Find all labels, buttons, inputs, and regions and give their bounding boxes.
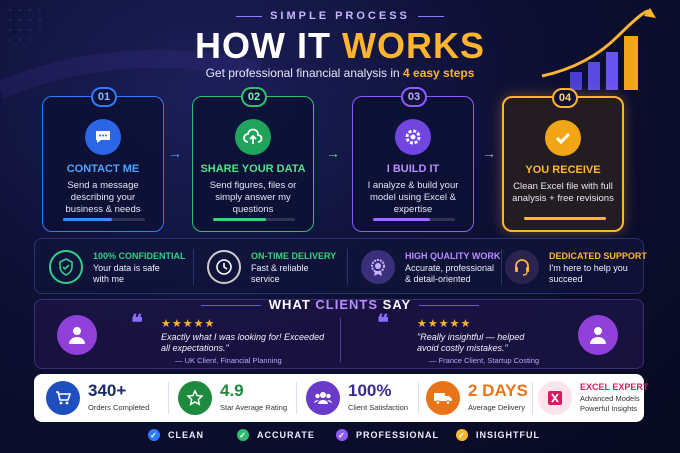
step-progress-bar: [63, 218, 145, 221]
step-number: 01: [91, 87, 117, 107]
testimonial-author: — UK Client, Financial Planning: [175, 356, 282, 365]
stat-excel-expert: EXCEL EXPERT Advanced Models Powerful In…: [538, 380, 648, 416]
cart-icon: [46, 381, 80, 415]
shield-check-icon: [49, 250, 83, 284]
quote-icon: ❝: [131, 310, 143, 335]
stat-orders: 340+ Orders Completed: [46, 380, 162, 416]
quote-icon: ❝: [377, 310, 389, 335]
badge-accurate: ✓ACCURATE: [237, 429, 315, 441]
gear-icon: [395, 119, 431, 155]
check-icon: ✓: [336, 429, 348, 441]
testimonials-section: WHAT CLIENTS SAY ❝ ★★★★★ Exactly what I …: [34, 297, 645, 369]
testimonial-author: — France Client, Startup Costing: [429, 356, 540, 365]
avatar: [57, 315, 97, 355]
step-description: Clean Excel file with full analysis + fr…: [512, 181, 614, 204]
step-description: I analyze & build your model using Excel…: [367, 180, 459, 215]
step-build-it: 03 I BUILD IT I analyze & build your mod…: [352, 87, 474, 232]
award-icon: [361, 250, 395, 284]
headset-icon: [505, 250, 539, 284]
growth-chart-icon: [541, 8, 656, 90]
cloud-upload-icon: [235, 119, 271, 155]
testimonial-text: "Really insightful — helped avoid costly…: [417, 332, 525, 353]
step-contact-me: 01 CONTACT ME Send a message describing …: [42, 87, 164, 232]
arrow-right-icon: →: [482, 145, 496, 161]
features-strip: 100% CONFIDENTIAL Your data is safe with…: [34, 238, 647, 294]
users-icon: [306, 381, 340, 415]
badge-professional: ✓PROFESSIONAL: [336, 429, 439, 441]
stat-delivery: 2 DAYS Average Delivery: [426, 380, 530, 416]
star-icon: [178, 381, 212, 415]
feature-confidential: 100% CONFIDENTIAL Your data is safe with…: [39, 247, 187, 287]
check-icon: ✓: [237, 429, 249, 441]
check-icon: ✓: [456, 429, 468, 441]
step-title: SHARE YOUR DATA: [200, 163, 306, 175]
feature-quality: HIGH QUALITY WORK Accurate, professional…: [351, 247, 500, 287]
step-progress-bar: [213, 218, 295, 221]
chat-icon: [85, 119, 121, 155]
excel-icon: [538, 381, 572, 415]
step-progress-bar: [373, 218, 455, 221]
arrow-right-icon: →: [168, 145, 182, 161]
step-description: Send a message describing your business …: [65, 180, 141, 215]
testimonials-heading: WHAT CLIENTS SAY: [35, 297, 645, 312]
feature-support: DEDICATED SUPPORT I'm here to help you s…: [495, 247, 647, 287]
rating-stars: ★★★★★: [161, 318, 216, 330]
step-title: YOU RECEIVE: [525, 164, 601, 176]
arrow-right-icon: →: [326, 145, 340, 161]
clock-icon: [207, 250, 241, 284]
stat-rating: 4.9 Star Average Rating: [178, 380, 294, 416]
step-description: Send figures, files or simply answer my …: [209, 180, 297, 215]
page-subtitle: Get professional financial analysis in 4…: [205, 66, 475, 80]
check-icon: ✓: [148, 429, 160, 441]
step-title: CONTACT ME: [66, 163, 140, 175]
step-number: 02: [241, 87, 267, 107]
check-icon: [545, 120, 581, 156]
quality-badges: ✓CLEAN ✓ACCURATE ✓PROFESSIONAL ✓INSIGHTF…: [0, 429, 680, 445]
step-you-receive: 04 YOU RECEIVE Clean Excel file with ful…: [502, 88, 624, 232]
step-share-data: 02 SHARE YOUR DATA Send figures, files o…: [192, 87, 314, 232]
badge-insightful: ✓INSIGHTFUL: [456, 429, 540, 441]
rating-stars: ★★★★★: [417, 318, 472, 330]
header-eyebrow: SIMPLE PROCESS: [0, 10, 680, 22]
truck-icon: [426, 381, 460, 415]
step-number: 03: [401, 87, 427, 107]
stats-strip: 340+ Orders Completed 4.9 Star Average R…: [34, 374, 648, 422]
step-title: I BUILD IT: [386, 163, 440, 175]
step-number: 04: [552, 88, 578, 108]
testimonial-text: Exactly what I was looking for! Exceeded…: [161, 332, 325, 353]
step-progress-bar: [524, 217, 606, 220]
feature-on-time: ON-TIME DELIVERY Fast & reliable service: [197, 247, 345, 287]
badge-clean: ✓CLEAN: [148, 429, 204, 441]
avatar: [578, 315, 618, 355]
page-title: HOW IT WORKS: [195, 25, 485, 66]
stat-satisfaction: 100% Client Satisfaction: [306, 380, 422, 416]
